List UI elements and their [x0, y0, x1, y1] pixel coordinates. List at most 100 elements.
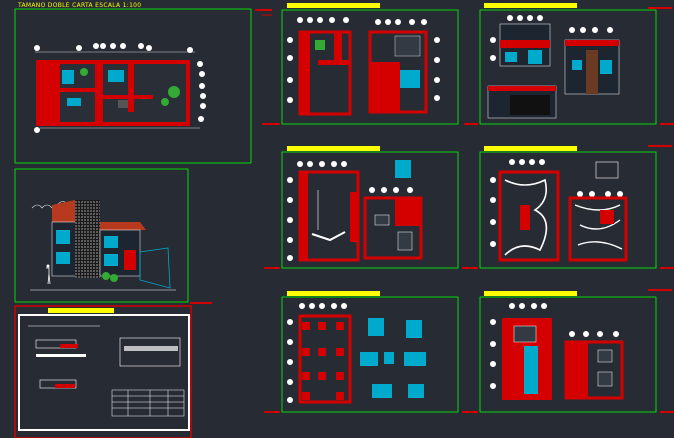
sheet-plan-pair-1[interactable] [262, 3, 478, 125]
fixture [62, 70, 74, 84]
footing-grid [302, 322, 344, 400]
door [124, 250, 136, 270]
window [56, 252, 70, 264]
wall-mass [128, 62, 134, 112]
sheet-title-bar [287, 146, 380, 151]
wall-mass [318, 60, 350, 65]
human-figure [46, 267, 51, 285]
sheet-details[interactable] [14, 305, 192, 438]
sheet-frame [479, 151, 657, 269]
tree-symbol [80, 68, 88, 76]
shrub-symbol [110, 274, 118, 282]
sheet-perspective[interactable] [14, 168, 212, 304]
fixture [118, 100, 128, 108]
sheet-title-bar [484, 291, 577, 296]
side-wall [139, 247, 171, 289]
window [104, 254, 118, 266]
footing-details [360, 318, 426, 398]
wall-mass [370, 62, 400, 112]
wall-texture [586, 50, 598, 94]
detail-fill [124, 346, 178, 351]
circuit-run [311, 231, 346, 242]
slab [500, 40, 550, 48]
sheet-frame [281, 151, 459, 269]
room-outline [394, 35, 421, 57]
wall-mass [103, 95, 153, 99]
sheet-elevations[interactable] [479, 3, 674, 125]
sheet-title-bar [48, 308, 114, 313]
room-outline [374, 214, 390, 226]
wall-mass [334, 32, 342, 62]
sheet-title-bar [484, 3, 577, 8]
sheet-outer-border [14, 305, 192, 438]
wall-mass [300, 172, 308, 260]
sheet-frame [281, 296, 459, 413]
detail-box [119, 337, 181, 367]
dimension-bubbles [490, 159, 623, 247]
building-wall [298, 314, 352, 404]
wall-mass [38, 62, 60, 124]
tree-symbol [161, 98, 169, 106]
fixture [400, 70, 420, 88]
fixture [108, 70, 124, 82]
dimension-bubbles [287, 303, 347, 403]
wall-mass [395, 198, 421, 226]
wall-mass [300, 32, 310, 114]
wall-mass [60, 88, 100, 92]
window [56, 230, 70, 244]
slab [565, 40, 619, 46]
legend-box [595, 161, 619, 179]
human-figure-head [46, 264, 50, 268]
window [104, 236, 118, 248]
building-wall [298, 170, 360, 262]
sheet-frame [14, 168, 189, 303]
detail-fill [55, 384, 75, 388]
window [505, 52, 517, 62]
sheet-plan-pair-4[interactable] [479, 289, 674, 413]
sheet-frame [14, 8, 252, 164]
building-wall [568, 196, 628, 262]
sheet-frame [479, 296, 657, 413]
room-outline [397, 231, 413, 251]
sheet-frame [18, 314, 190, 431]
sheet-title-bar [287, 291, 380, 296]
room-outline [513, 325, 537, 343]
dimension-bubbles [287, 161, 413, 261]
sheet-plan-pair-3[interactable] [479, 145, 674, 269]
wall-mass [95, 62, 103, 124]
room-outline [597, 371, 613, 387]
slab [488, 86, 556, 91]
room-outline [597, 349, 613, 363]
dimension-bubbles [287, 17, 440, 103]
sheet-plan-pair-2[interactable] [264, 146, 478, 269]
detail-sketch [36, 354, 86, 357]
sheet-frame [479, 9, 657, 125]
wall-mass [566, 342, 588, 398]
wall-mass [520, 205, 530, 230]
wall-mass [350, 192, 358, 242]
fixture [67, 98, 81, 106]
pipe-run [504, 178, 548, 256]
schedule-table [111, 389, 185, 417]
section-fill [510, 95, 550, 115]
sheet-frame [281, 9, 459, 125]
window [600, 60, 612, 74]
building-wall [363, 196, 423, 260]
building-wall [498, 170, 560, 262]
dimension-bubbles [490, 303, 619, 389]
sheet-title-bar [484, 146, 577, 151]
stair-symbol [315, 40, 325, 50]
sheet-site-plan[interactable] [14, 8, 272, 164]
dimension-bubbles [34, 43, 206, 133]
sheet-plan-details[interactable] [264, 291, 478, 413]
tree-symbol [168, 86, 180, 98]
drawing-title: TAMANO DOBLE CARTA ESCALA 1:100 [18, 2, 142, 9]
window [528, 50, 542, 64]
wall-mass [600, 210, 614, 224]
roof [100, 222, 146, 230]
window [572, 60, 582, 70]
shrub-symbol [102, 272, 110, 280]
pipe-run [574, 204, 623, 250]
stone-wall [75, 200, 100, 278]
